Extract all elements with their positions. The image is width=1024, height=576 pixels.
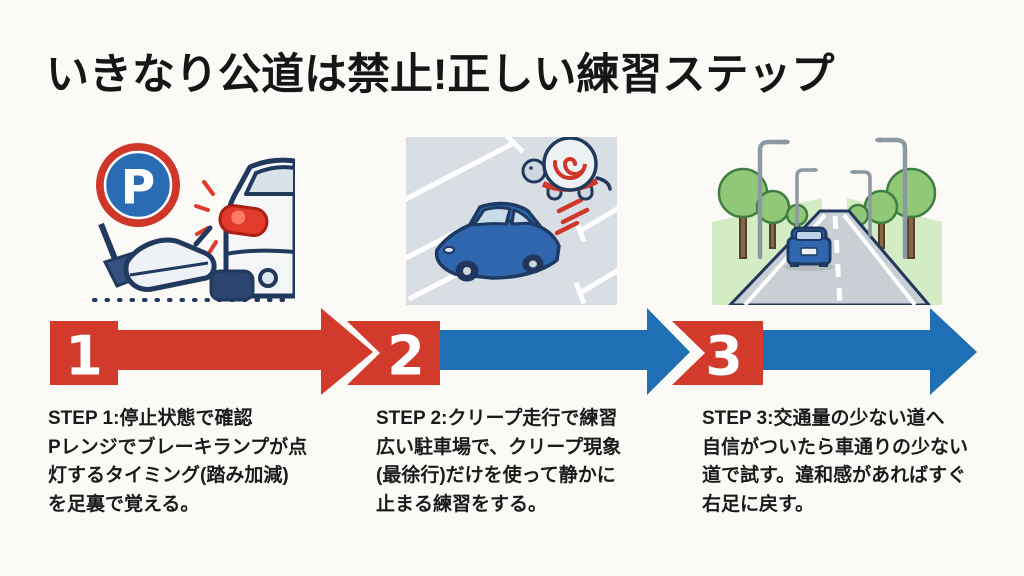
milestone-3-number: 3 bbox=[705, 325, 743, 388]
license-plate bbox=[800, 247, 818, 256]
parking-sign-letter: P bbox=[121, 161, 155, 216]
shell-spiral-icon bbox=[552, 157, 587, 181]
turtle-head bbox=[521, 158, 547, 184]
step-1-text: STEP 1:停止状態で確認 Pレンジでブレーキランプが点 灯するタイミング(踏… bbox=[48, 405, 370, 519]
street-lamps bbox=[757, 137, 908, 260]
milestone-3-block bbox=[672, 321, 763, 385]
step-2-heading: STEP 2:クリープ走行で練習 bbox=[376, 408, 618, 429]
step-3-body-line: 道で試す。違和感があればすぐ bbox=[702, 465, 967, 486]
milestone-1-number: 1 bbox=[65, 325, 103, 388]
brake-light-icon bbox=[218, 204, 269, 238]
arrow-3-head bbox=[930, 308, 977, 395]
windshield bbox=[472, 206, 512, 227]
rear-window bbox=[244, 165, 295, 196]
arrow-2-bar bbox=[440, 330, 650, 370]
snail-shell bbox=[542, 137, 598, 192]
step-timeline: 1 2 3 bbox=[50, 308, 977, 395]
arrow-1-bar bbox=[117, 330, 322, 370]
headlight bbox=[443, 246, 455, 254]
milestone-2-block bbox=[347, 321, 440, 385]
illustration-step3 bbox=[712, 137, 942, 305]
speed-lines-icon bbox=[554, 197, 590, 236]
parking-sign-icon: P bbox=[96, 143, 180, 227]
step-2-text: STEP 2:クリープ走行で練習 広い駐車場で、クリープ現象 (最徐行)だけを使… bbox=[376, 405, 698, 519]
arrow-2-head bbox=[647, 308, 690, 395]
step-1-heading: STEP 1:停止状態で確認 bbox=[48, 408, 253, 429]
exhaust-pipe bbox=[258, 268, 278, 288]
car-rear-view-icon bbox=[784, 226, 834, 271]
side-window bbox=[510, 208, 534, 226]
shoe-icon bbox=[123, 225, 217, 292]
snail-turtle-icon bbox=[521, 137, 612, 201]
blue-car-icon bbox=[434, 201, 561, 282]
step-2-body-line: (最徐行)だけを使って静かに bbox=[376, 465, 616, 486]
car-rear-icon bbox=[194, 157, 295, 302]
bumper-line bbox=[225, 248, 295, 256]
arrow-1-head bbox=[321, 308, 373, 395]
milestone-1-block bbox=[50, 321, 118, 385]
step-1-body-line: を足裏で覚える。 bbox=[48, 493, 200, 515]
arrow-3-bar bbox=[763, 330, 933, 370]
page-title: いきなり公道は禁止!正しい練習ステップ bbox=[46, 51, 835, 99]
rear-wheel bbox=[209, 269, 255, 302]
step-1-body-line: Pレンジでブレーキランプが点 bbox=[48, 436, 308, 458]
step-3-heading: STEP 3:交通量の少ない道へ bbox=[702, 408, 945, 429]
milestone-2-number: 2 bbox=[387, 325, 425, 388]
step-2-body-line: 広い駐車場で、クリープ現象 bbox=[376, 436, 622, 458]
step-3-body-line: 自信がついたら車通りの少ない bbox=[702, 436, 969, 458]
center-dashed-line bbox=[832, 215, 843, 305]
illustration-step1: P bbox=[92, 143, 295, 302]
step-3-text: STEP 3:交通量の少ない道へ 自信がついたら車通りの少ない 道で試す。違和感… bbox=[702, 405, 1024, 519]
step-3-body-line: 右足に戻す。 bbox=[702, 493, 815, 515]
illustration-step2 bbox=[406, 137, 617, 305]
step-1-body-line: 灯するタイミング(踏み加減) bbox=[48, 465, 289, 486]
step-2-body-line: 止まる練習をする。 bbox=[376, 493, 548, 515]
